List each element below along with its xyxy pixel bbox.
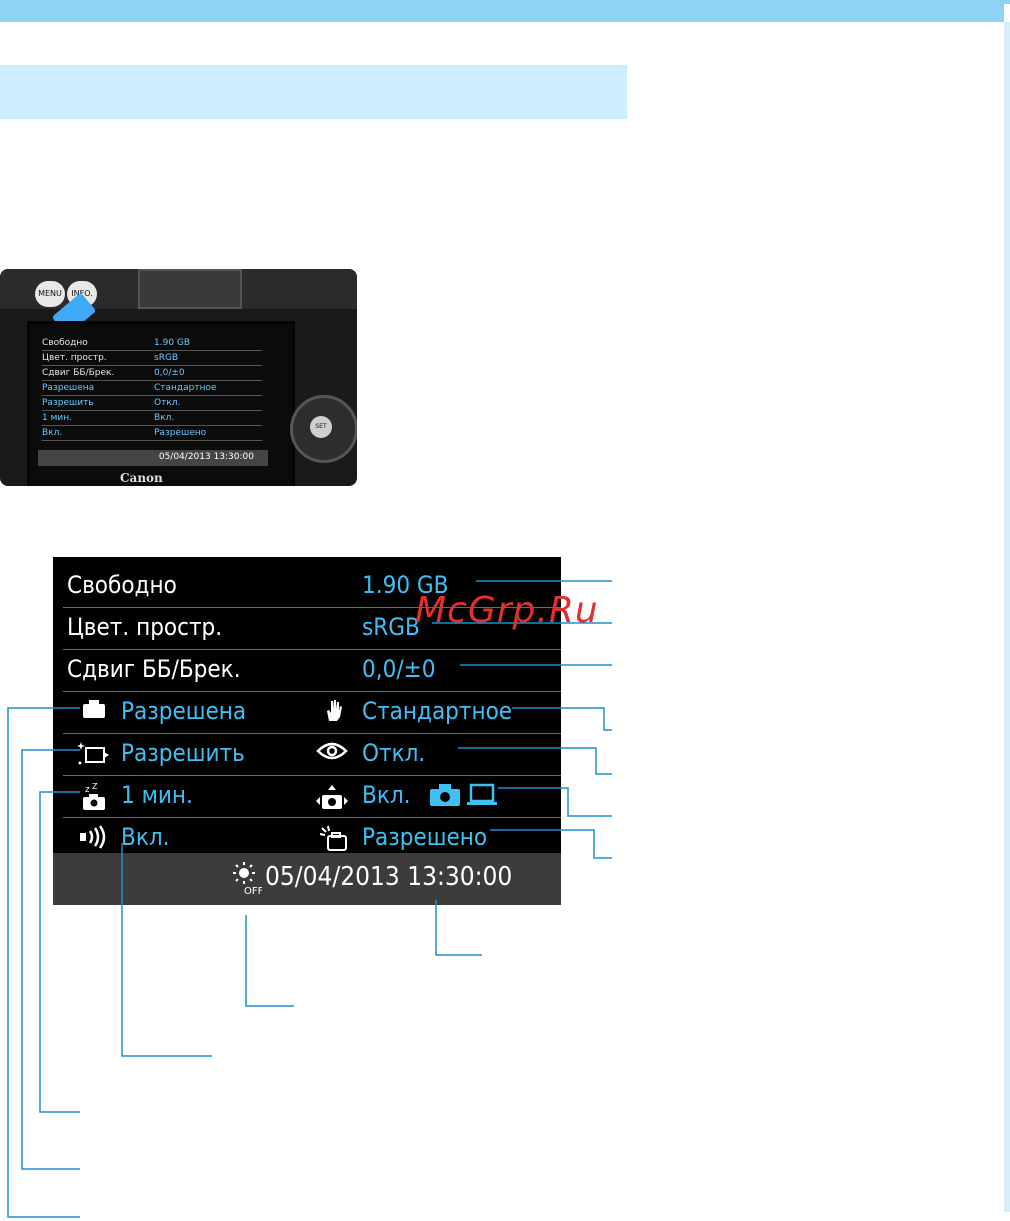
lcd-label: Сдвиг ББ/Брек. <box>42 368 115 378</box>
eye-icon <box>315 741 349 768</box>
lcd-datebar: 05/04/2013 13:30:00 <box>38 450 268 466</box>
band-endmark <box>1004 4 1010 22</box>
lcd-value: 0,0/±0 <box>154 368 185 378</box>
svg-text:z: z <box>85 785 90 795</box>
eyefi-value: Вкл. <box>362 781 411 809</box>
camera-icon <box>428 783 462 814</box>
row-wb-shift: Сдвиг ББ/Брек. 0,0/±0 <box>63 649 561 692</box>
lcd-value: Вкл. <box>154 413 175 423</box>
row-color-space: Цвет. простр. sRGB <box>63 607 561 650</box>
shoot-value: Разрешена <box>121 697 247 725</box>
lcd-label: Разрешена <box>42 383 95 393</box>
lcd-datetime: 05/04/2013 13:30:00 <box>158 452 254 462</box>
leader-picture-style <box>512 707 612 731</box>
info-screen: Свободно 1.90 GB Цвет. простр. sRGB Сдви… <box>53 557 561 905</box>
leader-lcd-off <box>245 915 294 1007</box>
leader-auto-off <box>39 791 80 1113</box>
row-beep: Вкл. Разрешено <box>63 817 561 859</box>
lcd-value: Стандартное <box>154 383 217 393</box>
top-band <box>0 0 1010 22</box>
colorspace-value: sRGB <box>362 613 420 641</box>
watermark: McGrp.Ru <box>415 590 599 631</box>
lcd-row: 1 мин. Вкл. <box>42 413 262 426</box>
colorspace-label: Цвет. простр. <box>67 613 223 641</box>
sensor-clean-value: Разрешить <box>121 739 245 767</box>
lcd-row: Свободно 1.90 GB <box>42 338 262 351</box>
leader-shoot <box>7 707 80 1218</box>
free-label: Свободно <box>67 571 177 599</box>
lcd-row: Вкл. Разрешено <box>42 428 262 441</box>
sun-off-icon: OFF <box>229 861 264 902</box>
beep-value: Вкл. <box>121 823 170 851</box>
free-value: 1.90 GB <box>362 571 449 599</box>
wb-label: Сдвиг ББ/Брек. <box>67 655 241 683</box>
row-shoot-style: Разрешена Стандартное <box>63 691 561 734</box>
camera-viewfinder <box>138 269 242 309</box>
lcd-label: Свободно <box>42 338 88 348</box>
leader-time <box>435 900 482 956</box>
laptop-icon <box>466 783 500 814</box>
wifi-camera-icon <box>313 783 351 818</box>
lcd-row: Разрешить Откл. <box>42 398 262 411</box>
right-edge-stripe <box>1004 22 1010 1212</box>
face-value: Разрешено <box>362 823 488 851</box>
hand-icon <box>321 699 345 730</box>
leader-face <box>490 829 612 859</box>
menu-button: MENU <box>35 281 65 307</box>
picture-style-value: Стандартное <box>362 697 513 725</box>
lcd-row: Разрешена Стандартное <box>42 383 262 396</box>
beep-icon <box>77 825 111 856</box>
lcd-label: 1 мин. <box>42 413 72 423</box>
camera-lcd: Свободно 1.90 GB Цвет. простр. sRGB Сдвиг … <box>27 321 295 486</box>
svg-text:OFF: OFF <box>244 886 262 895</box>
datetime-value: 05/04/2013 13:30:00 <box>265 862 513 892</box>
lcd-label: Цвет. простр. <box>42 353 107 363</box>
lcd-row: Цвет. простр. sRGB <box>42 353 262 366</box>
camera-icon <box>81 699 107 726</box>
lcd-label: Разрешить <box>42 398 94 408</box>
lcd-value: sRGB <box>154 353 179 363</box>
lcd-value: Разрешено <box>154 428 207 438</box>
auto-off-value: 1 мин. <box>121 781 193 809</box>
lcd-value: 1.90 GB <box>154 338 191 348</box>
row-sensor-clean: Разрешить Откл. <box>63 733 561 776</box>
set-button-icon: SET <box>310 416 332 438</box>
leader-redeye <box>458 747 612 775</box>
leader-sensor-clean <box>21 749 80 1170</box>
svg-text:Z: Z <box>92 783 98 791</box>
lcd-label: Вкл. <box>42 428 63 438</box>
leader-eyefi <box>498 787 612 817</box>
redeye-value: Откл. <box>362 739 426 767</box>
datetime-bar: OFF 05/04/2013 13:30:00 <box>53 853 561 905</box>
lcd-value: Откл. <box>154 398 181 408</box>
camera-brand-logo: Canon <box>120 471 163 485</box>
row-free-space: Свободно 1.90 GB <box>63 565 561 608</box>
leader-beep <box>121 843 212 1057</box>
face-detect-icon <box>319 825 349 860</box>
section-title-bar <box>0 65 627 119</box>
sensor-clean-icon <box>75 741 111 774</box>
lcd-row: Сдвиг ББ/Брек. 0,0/±0 <box>42 368 262 381</box>
wb-value: 0,0/±0 <box>362 655 436 683</box>
